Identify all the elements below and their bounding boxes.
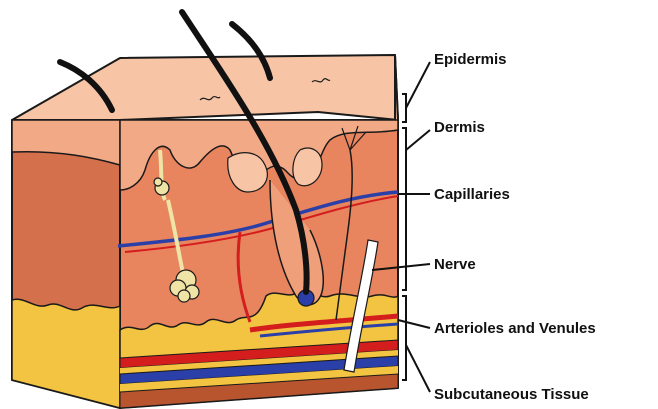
arterioles-leader (398, 320, 430, 328)
dermis-leader (406, 130, 430, 150)
label-arterioles-venules: Arterioles and Venules (434, 320, 596, 337)
label-nerve: Nerve (434, 256, 476, 273)
epidermis-right-face (395, 55, 398, 130)
label-epidermis: Epidermis (434, 51, 507, 68)
epidermis-leader (406, 62, 430, 108)
label-subcutaneous-tissue: Subcutaneous Tissue (434, 386, 589, 403)
label-capillaries: Capillaries (434, 186, 510, 203)
epidermis-bracket (402, 94, 406, 122)
label-dermis: Dermis (434, 119, 485, 136)
subcutaneous-fat-side (12, 299, 120, 408)
layer-brackets (402, 94, 406, 380)
subcutaneous-leader (406, 345, 430, 392)
subcutaneous-bracket (402, 296, 406, 380)
